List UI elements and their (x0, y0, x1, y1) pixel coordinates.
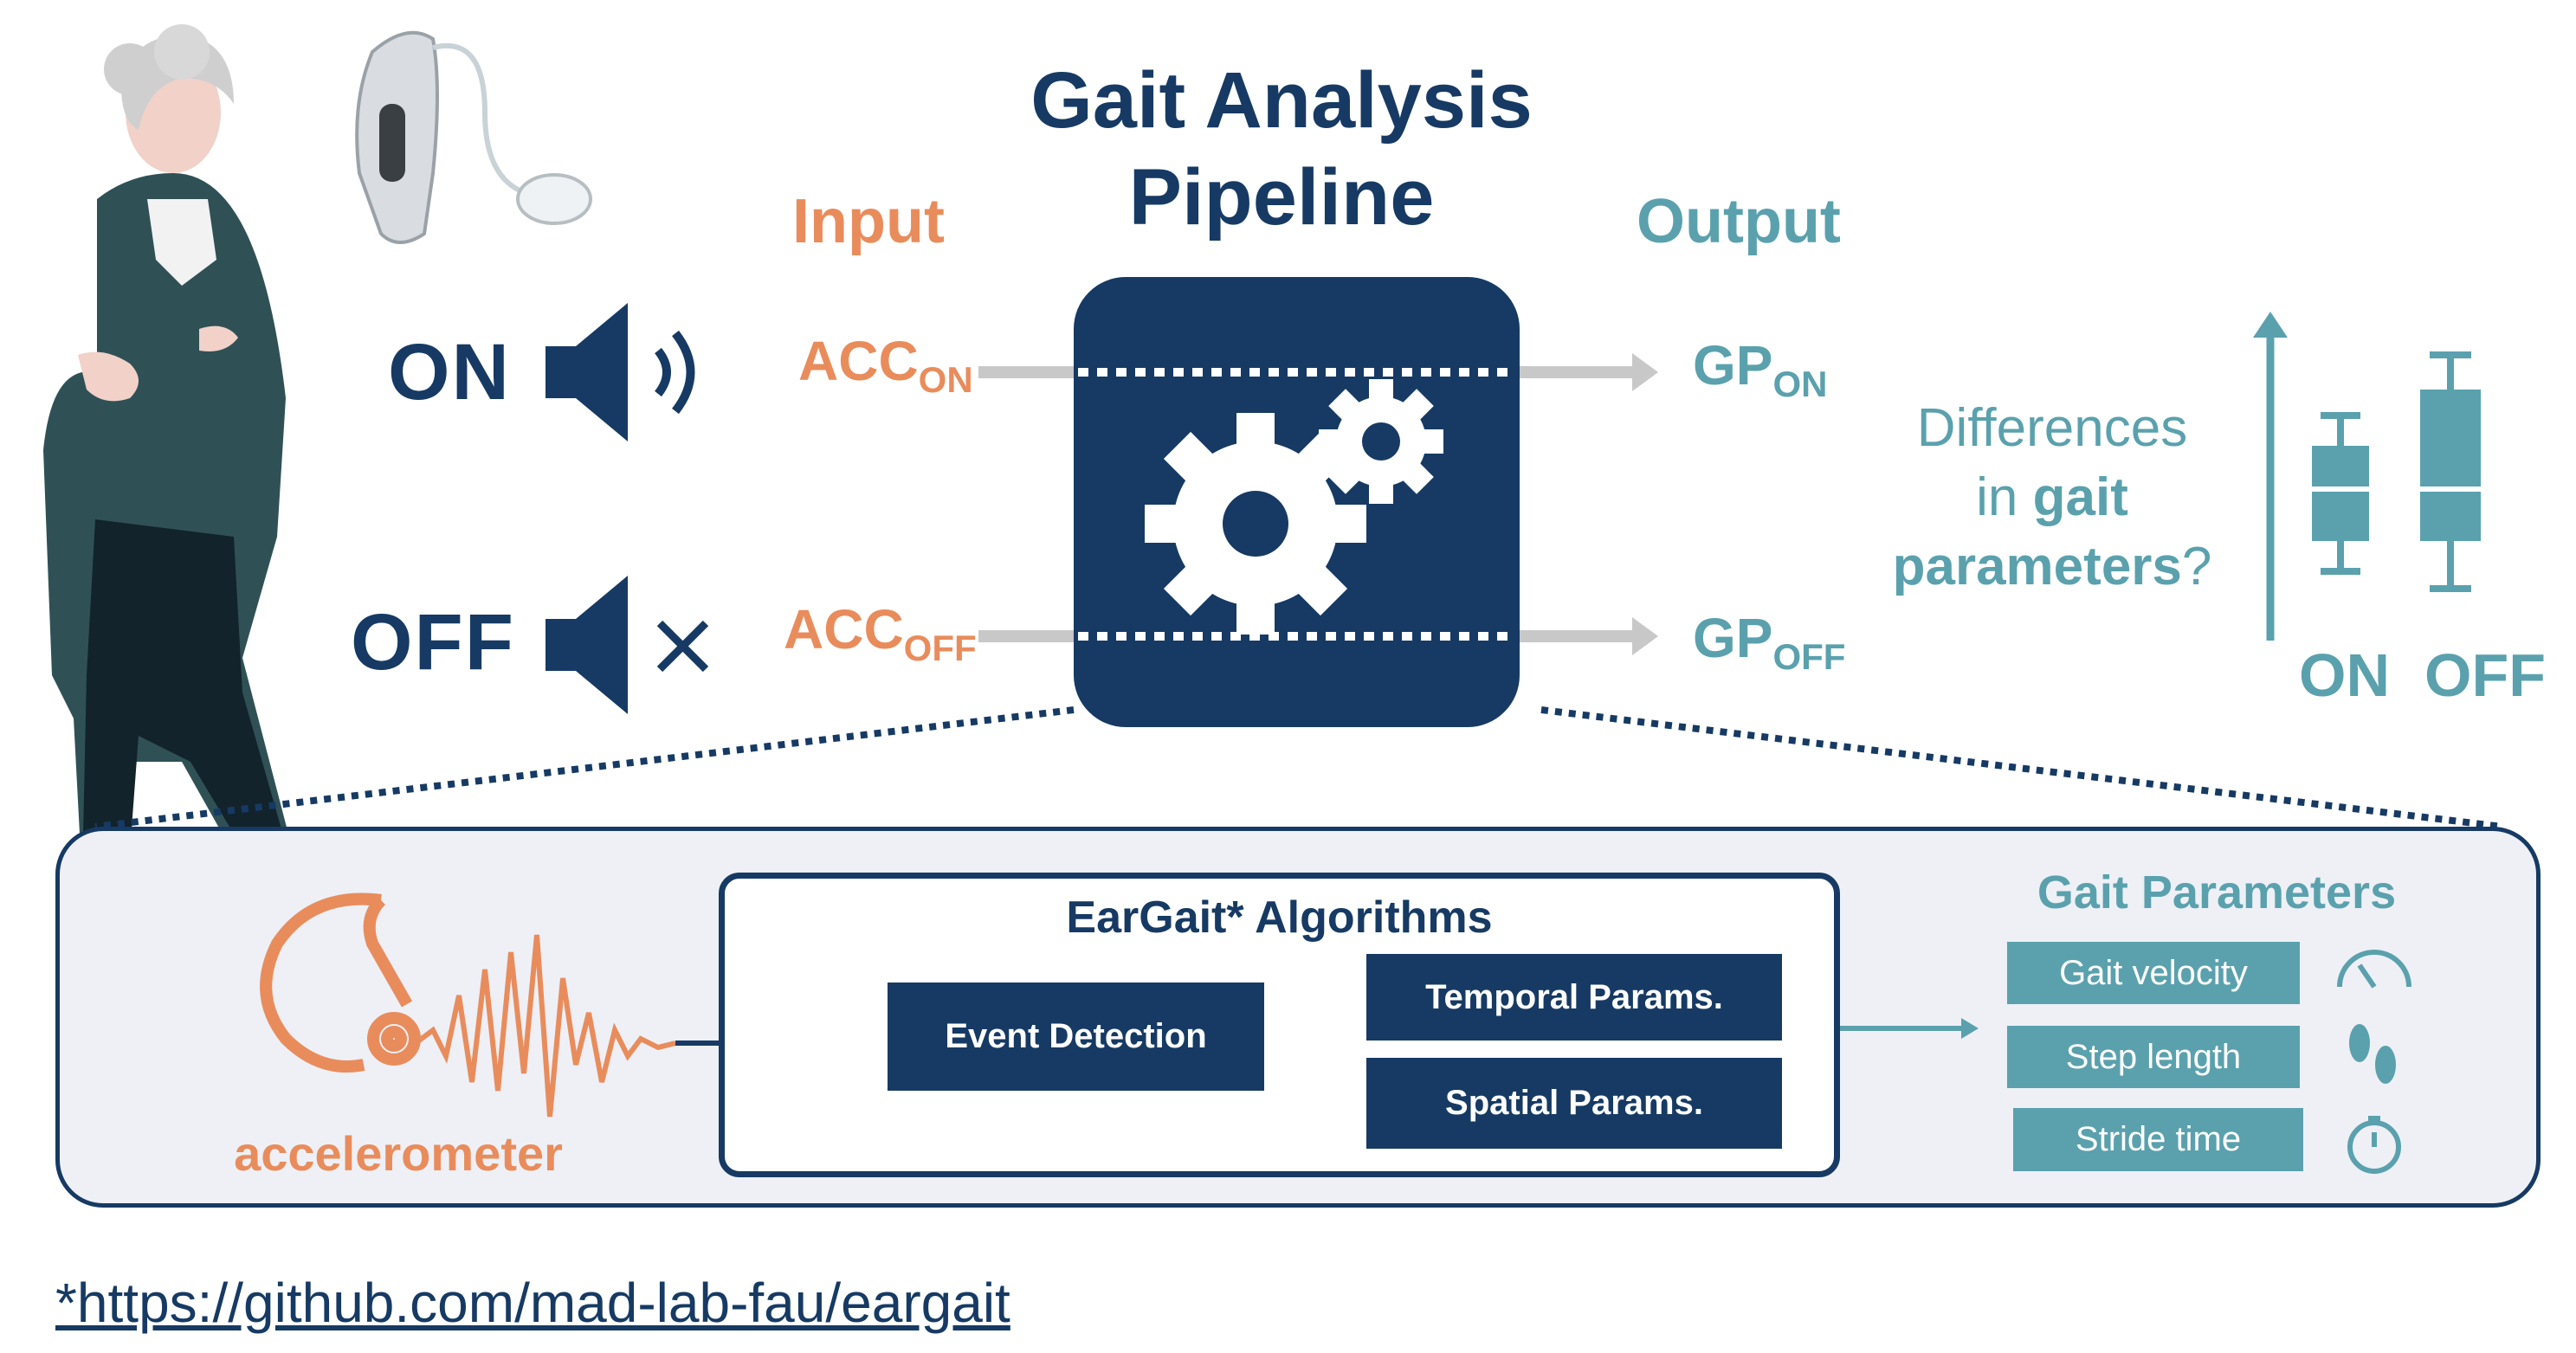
speaker-off-icon (546, 576, 709, 714)
boxplot-on-label: ON (2299, 641, 2390, 709)
stride-time-box: Stride time (2013, 1108, 2303, 1171)
state-off-label: OFF (351, 598, 515, 686)
hearing-aid-illustration (355, 30, 592, 244)
boxplot-off-label: OFF (2424, 641, 2546, 709)
zoom-dotted-lines (94, 706, 2503, 830)
step-length-box: Step length (2007, 1026, 2300, 1088)
event-detection-box: Event Detection (888, 983, 1264, 1091)
boxplot-on (2312, 412, 2369, 575)
input-header: Input (792, 187, 945, 256)
acc-on-label: ACCON (798, 330, 973, 400)
algorithms-title: EarGait* Algorithms (1066, 892, 1493, 943)
boxplot-chart (2253, 312, 2481, 641)
gait-parameters-title: Gait Parameters (2037, 867, 2397, 918)
differences-question: Differences in gait parameters? (1892, 398, 2212, 596)
diagram-title: Gait Analysis Pipeline (1030, 56, 1533, 242)
acc-off-label: ACCOFF (784, 598, 977, 668)
to-params-arrow-head (1961, 1018, 1979, 1039)
spatial-params-box: Spatial Params. (1366, 1058, 1782, 1149)
speedometer-icon (2337, 950, 2411, 989)
output-header: Output (1637, 187, 1841, 256)
speaker-on-icon (546, 303, 695, 441)
temporal-params-box: Temporal Params. (1366, 954, 1782, 1041)
state-on-label: ON (388, 328, 511, 416)
accelerometer-label: accelerometer (234, 1126, 563, 1181)
accelerometer-signal (414, 934, 676, 1118)
pipeline-box (1074, 277, 1520, 727)
gp-off-label: GPOFF (1693, 607, 1846, 677)
gear-small-icon (1319, 379, 1443, 504)
gait-velocity-box: Gait velocity (2007, 942, 2300, 1004)
footprints-icon (2349, 1024, 2396, 1084)
elderly-woman-illustration (43, 24, 320, 913)
ear-hearing-aid-icon (260, 892, 421, 1073)
gear-large-icon (1145, 413, 1366, 635)
stopwatch-icon (2347, 1116, 2401, 1174)
boxplot-off (2420, 351, 2481, 592)
gp-on-label: GPON (1693, 334, 1828, 404)
footnote-link[interactable]: *https://github.com/mad-lab-fau/eargait (55, 1272, 1010, 1334)
